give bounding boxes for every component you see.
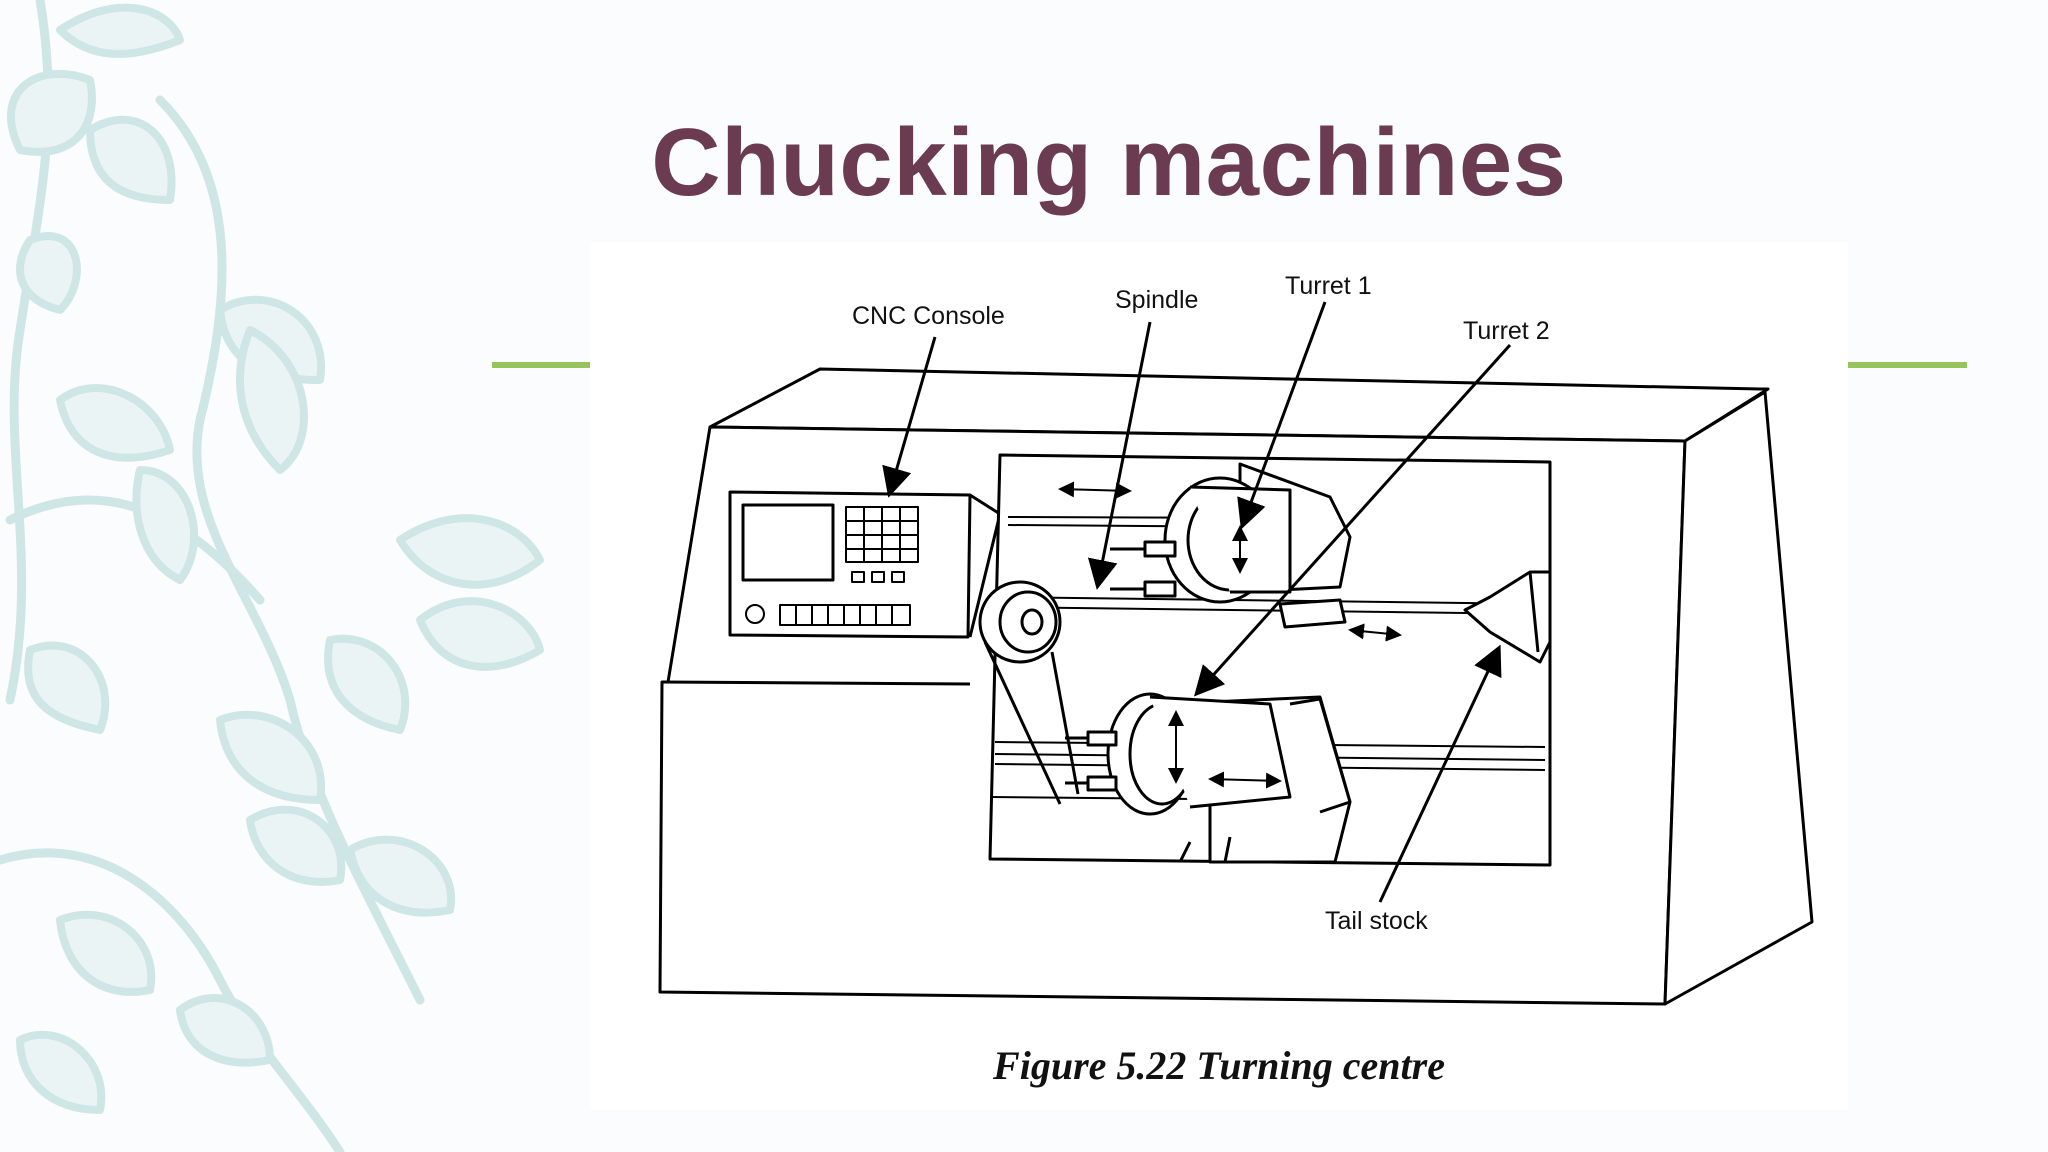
label-turret-2: Turret 2 — [1463, 317, 1550, 345]
spindle — [978, 580, 1080, 805]
slide-title: Chucking machines — [651, 109, 1567, 216]
label-cnc-console: CNC Console — [852, 302, 1005, 330]
title-underline-left — [492, 362, 592, 368]
label-tail-stock: Tail stock — [1325, 907, 1428, 935]
leaf-vine-decoration — [0, 0, 544, 1152]
machine-side-face — [1663, 390, 1814, 1006]
label-spindle: Spindle — [1115, 286, 1199, 314]
label-turret-1: Turret 1 — [1285, 272, 1372, 300]
cnc-console — [728, 490, 1002, 639]
turning-centre-figure: CNC Console Spindle Turret 1 Turret 2 Ta… — [590, 242, 1848, 1110]
figure-caption: Figure 5.22 Turning centre — [993, 1043, 1445, 1088]
turning-centre-drawing — [658, 301, 1814, 1006]
tail-stock — [1463, 570, 1552, 664]
title-underline-right — [1847, 362, 1967, 368]
